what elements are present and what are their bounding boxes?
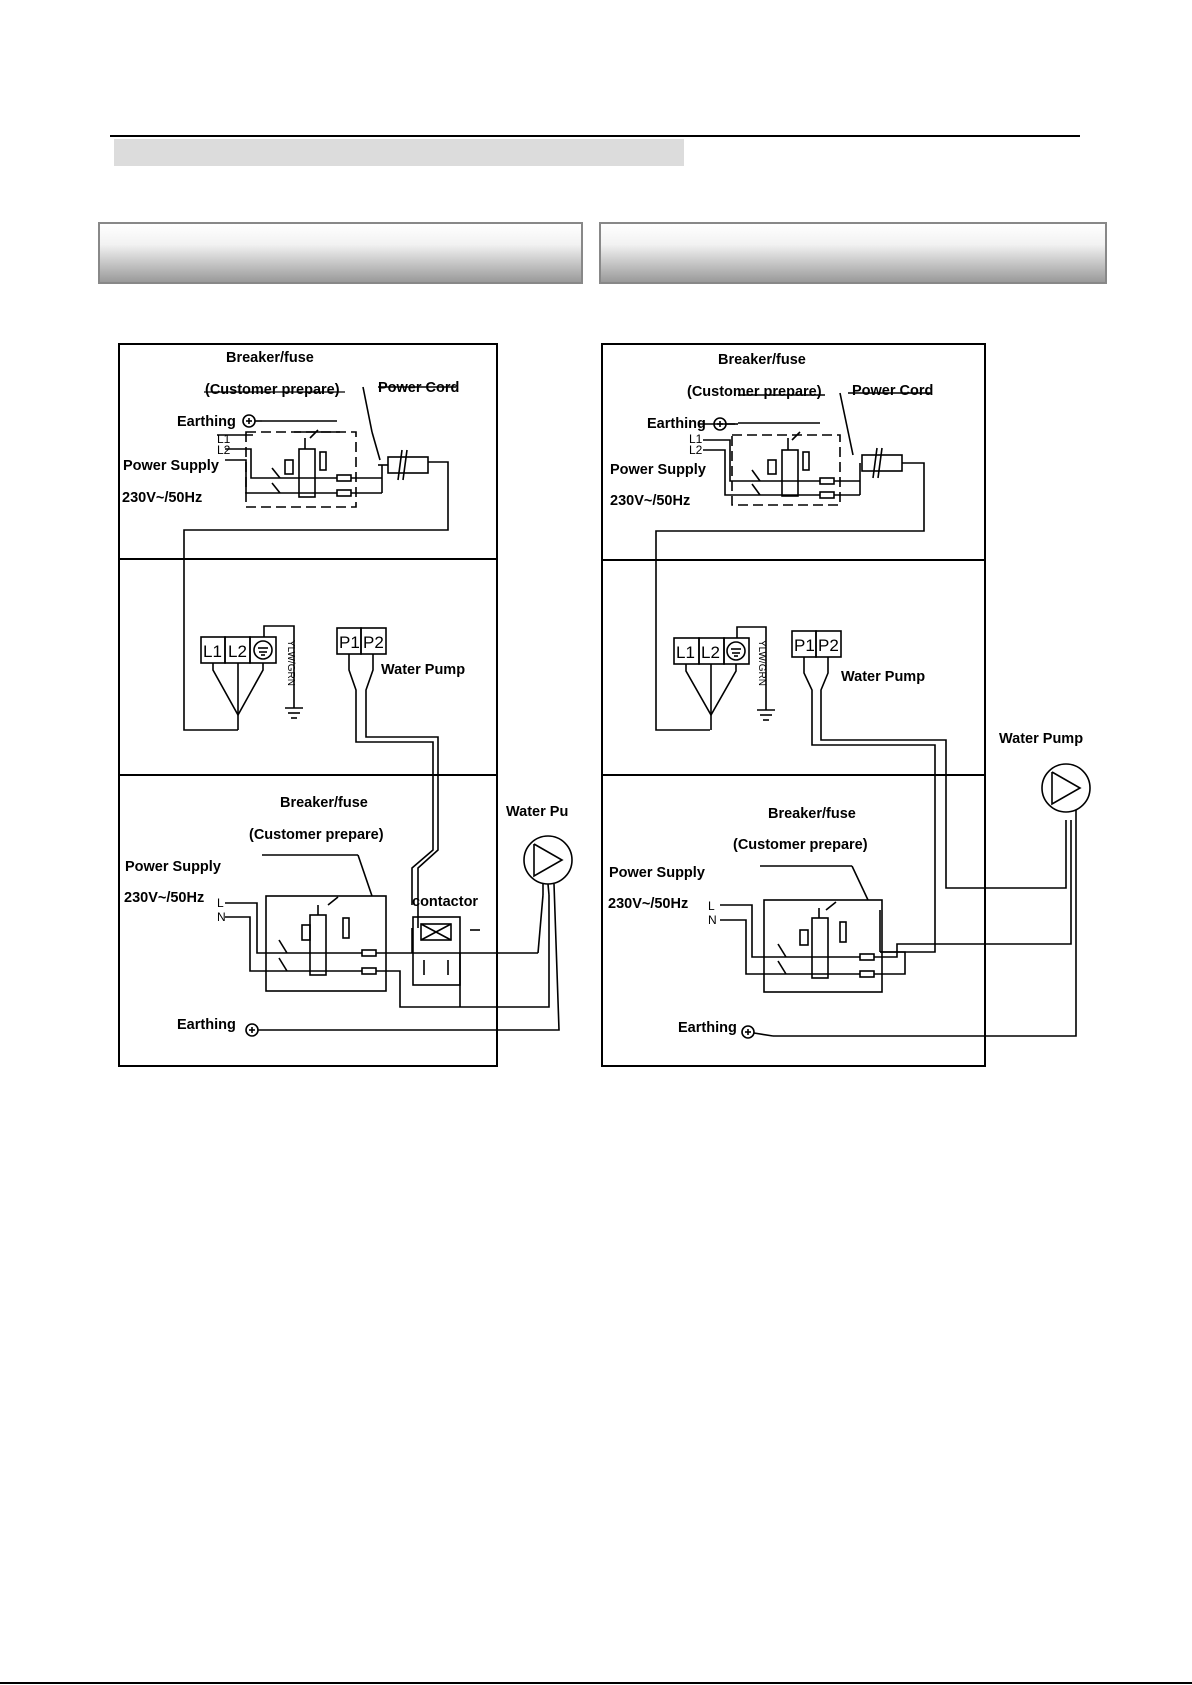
left-voltage-label: 230V~/50Hz bbox=[122, 490, 202, 506]
left-water-pump-side-label: Water Pu bbox=[506, 804, 568, 820]
section-title-band bbox=[114, 139, 684, 166]
left-terminal-p2: P2 bbox=[363, 633, 384, 652]
left-pump-wires bbox=[348, 654, 439, 928]
right-breaker-fuse-label: Breaker/fuse bbox=[718, 352, 806, 368]
left-contactor bbox=[408, 894, 544, 1007]
left-water-pump bbox=[275, 835, 573, 1031]
right-l-label: L bbox=[708, 899, 715, 913]
right-voltage-label: 230V~/50Hz bbox=[610, 493, 690, 509]
left-n-label: N bbox=[217, 910, 226, 924]
right-ylw-grn-label: YLW/GRN bbox=[756, 640, 767, 686]
left-top-breaker bbox=[245, 420, 383, 508]
left-supply-wires bbox=[204, 391, 345, 494]
left-l2-small-label: L2 bbox=[217, 443, 231, 457]
left-ylw-grn-label: YLW/GRN bbox=[285, 640, 296, 686]
left-water-pump-terminal-label: Water Pump bbox=[381, 662, 465, 678]
right-terminal-l2: L2 bbox=[701, 643, 720, 662]
left-diagram bbox=[118, 343, 573, 1067]
right-terminal-p1: P1 bbox=[794, 636, 815, 655]
left-l1-small-label: L1 bbox=[217, 432, 231, 446]
left-terminal-l2: L2 bbox=[228, 642, 247, 661]
right-earthing-bottom-label: Earthing bbox=[678, 1020, 737, 1036]
right-power-cord-plug bbox=[655, 392, 930, 731]
right-water-pump-side-label: Water Pump bbox=[999, 731, 1083, 747]
right-terminal-block bbox=[673, 626, 842, 730]
header-rule bbox=[110, 135, 1080, 137]
left-bottom-breaker bbox=[225, 854, 550, 1008]
left-power-supply-bottom-label: Power Supply bbox=[125, 859, 221, 875]
left-earthing-label: Earthing bbox=[177, 414, 236, 430]
right-n-label: N bbox=[708, 913, 717, 927]
left-power-supply-label: Power Supply bbox=[123, 458, 219, 474]
left-frame bbox=[118, 343, 498, 1067]
right-earthing-label: Earthing bbox=[647, 416, 706, 432]
left-terminal-p1: P1 bbox=[339, 633, 360, 652]
right-breaker-fuse-bottom-label: Breaker/fuse bbox=[768, 806, 856, 822]
footer-rule bbox=[0, 1682, 1192, 1684]
left-breaker-fuse-bottom-label: Breaker/fuse bbox=[280, 795, 368, 811]
left-voltage-bottom-label: 230V~/50Hz bbox=[124, 890, 204, 906]
right-pump-wires bbox=[803, 657, 1067, 953]
left-earthing-bottom-label: Earthing bbox=[177, 1017, 236, 1033]
right-customer-prepare-label: (Customer prepare) bbox=[687, 384, 822, 400]
right-voltage-bottom-label: 230V~/50Hz bbox=[608, 896, 688, 912]
right-l1-small-label: L1 bbox=[689, 432, 703, 446]
right-customer-prepare-bottom-label: (Customer prepare) bbox=[733, 837, 868, 853]
left-terminal-l1: L1 bbox=[203, 642, 222, 661]
right-terminal-l1: L1 bbox=[676, 643, 695, 662]
right-diagram bbox=[601, 343, 1091, 1067]
left-bottom-earthing bbox=[245, 1023, 275, 1037]
right-supply-wires bbox=[698, 417, 750, 496]
right-bottom-earthing bbox=[741, 1025, 774, 1039]
right-water-pump bbox=[773, 763, 1091, 1037]
right-power-supply-bottom-label: Power Supply bbox=[609, 865, 705, 881]
right-panel-header bbox=[599, 222, 1107, 284]
right-l2-small-label: L2 bbox=[689, 443, 703, 457]
left-power-cord-plug bbox=[183, 386, 456, 731]
right-frame bbox=[601, 343, 986, 1067]
left-customer-prepare-label: (Customer prepare) bbox=[205, 382, 340, 398]
left-customer-prepare-bottom-label: (Customer prepare) bbox=[249, 827, 384, 843]
left-l-label: L bbox=[217, 896, 224, 910]
right-water-pump-terminal-label: Water Pump bbox=[841, 669, 925, 685]
left-power-cord-label: Power Cord bbox=[378, 380, 459, 396]
right-terminal-p2: P2 bbox=[818, 636, 839, 655]
left-breaker-fuse-label: Breaker/fuse bbox=[226, 350, 314, 366]
right-power-cord-label: Power Cord bbox=[852, 383, 933, 399]
left-panel-header bbox=[98, 222, 583, 284]
left-contactor-label: contactor bbox=[412, 894, 478, 910]
right-top-breaker bbox=[731, 394, 861, 506]
right-power-supply-label: Power Supply bbox=[610, 462, 706, 478]
right-bottom-breaker bbox=[720, 820, 1072, 993]
